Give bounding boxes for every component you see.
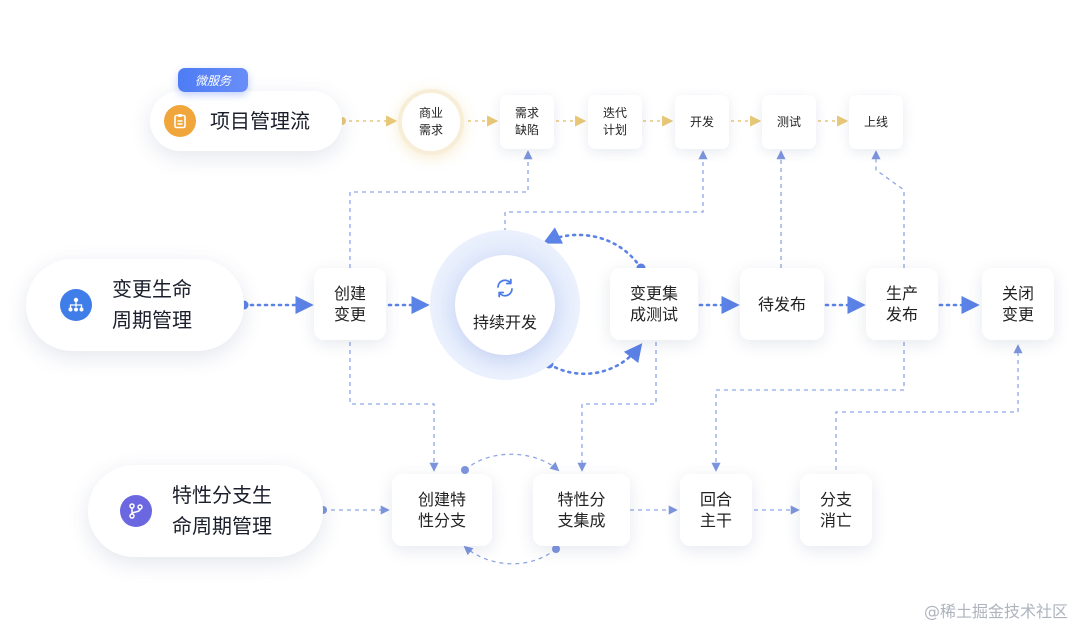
node-create-feature-branch[interactable]: 创建特 性分支 xyxy=(392,474,492,546)
hierarchy-icon xyxy=(60,289,92,321)
node-branch-dies[interactable]: 分支 消亡 xyxy=(800,474,872,546)
branch-icon xyxy=(120,495,152,527)
feature-branch-card[interactable]: 特性分支生 命周期管理 xyxy=(88,465,323,557)
node-go-live[interactable]: 上线 xyxy=(849,95,903,149)
node-business-demand[interactable]: 商业 需求 xyxy=(398,89,464,155)
watermark: @稀土掘金技术社区 xyxy=(923,602,1068,621)
change-lifecycle-title: 变更生命 周期管理 xyxy=(112,277,192,332)
clipboard-icon xyxy=(164,105,196,137)
change-lifecycle-card[interactable]: 变更生命 周期管理 xyxy=(26,259,244,351)
node-develop[interactable]: 开发 xyxy=(675,95,729,149)
node-change-integration-test[interactable]: 变更集 成测试 xyxy=(610,268,698,340)
node-pending-release[interactable]: 待发布 xyxy=(740,268,824,340)
node-demand-defect[interactable]: 需求 缺陷 xyxy=(500,95,554,149)
continuous-dev-node[interactable]: 持续开发 xyxy=(455,255,555,355)
node-create-change[interactable]: 创建 变更 xyxy=(314,268,386,340)
node-production-release[interactable]: 生产 发布 xyxy=(866,268,938,340)
refresh-icon xyxy=(494,277,516,303)
microservice-badge: 微服务 xyxy=(178,68,248,92)
node-merge-trunk[interactable]: 回合 主干 xyxy=(680,474,752,546)
project-flow-card[interactable]: 项目管理流 xyxy=(150,91,342,151)
node-feature-branch-integration[interactable]: 特性分 支集成 xyxy=(533,474,630,546)
node-iteration-plan[interactable]: 迭代 计划 xyxy=(588,95,642,149)
node-close-change[interactable]: 关闭 变更 xyxy=(982,268,1054,340)
project-flow-title: 项目管理流 xyxy=(210,108,310,133)
feature-branch-title: 特性分支生 命周期管理 xyxy=(172,483,272,538)
continuous-dev-label: 持续开发 xyxy=(472,313,537,332)
node-test[interactable]: 测试 xyxy=(762,95,816,149)
